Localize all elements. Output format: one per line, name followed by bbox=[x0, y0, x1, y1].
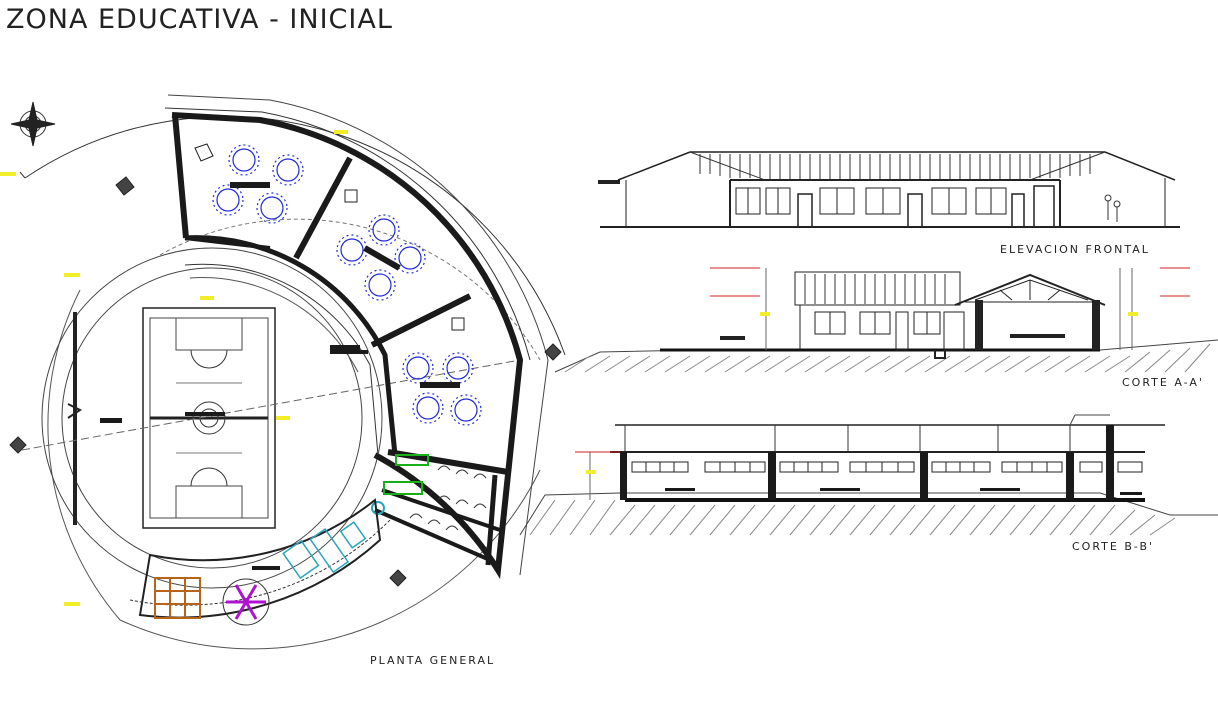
plaza-circle-outer bbox=[41, 247, 383, 589]
corridor-arc-2 bbox=[189, 277, 359, 373]
plaza-circle-inner bbox=[61, 267, 363, 569]
site-boundary-arc bbox=[24, 116, 566, 356]
compass-icon bbox=[10, 101, 56, 147]
dimension-tags bbox=[100, 345, 360, 570]
section-b-terrain-hatch bbox=[529, 499, 1176, 536]
classroom-3-tables bbox=[402, 352, 482, 426]
teacher-desk-1 bbox=[230, 182, 270, 188]
bathroom-fixtures bbox=[371, 454, 487, 531]
building-outer-wall-line bbox=[164, 107, 531, 361]
site-boundary-lower bbox=[19, 171, 26, 179]
section-a bbox=[554, 267, 1218, 373]
bag-icon-3 bbox=[451, 317, 465, 331]
wall-segment-a bbox=[184, 236, 271, 250]
classroom-1-tables bbox=[212, 144, 304, 224]
level-markers bbox=[0, 130, 348, 606]
section-a-terrain-hatch bbox=[564, 343, 1211, 373]
entry-marker-right bbox=[544, 343, 562, 361]
bag-icon-1 bbox=[194, 143, 214, 162]
classroom-2-tables bbox=[336, 214, 426, 301]
section-b-columns bbox=[620, 425, 1114, 500]
site-arc-left bbox=[47, 289, 121, 621]
wall-bath-end bbox=[485, 474, 498, 566]
teacher-desk-2 bbox=[363, 245, 401, 271]
section-a-windows bbox=[814, 311, 965, 351]
wall-partition-5 bbox=[374, 508, 491, 562]
elevation-roof-hatch bbox=[699, 154, 1091, 180]
dimension-arc-outer bbox=[167, 94, 549, 576]
elevation-doors bbox=[797, 185, 1055, 228]
section-b-roof-lines bbox=[624, 425, 1071, 452]
label-elevacion-frontal: ELEVACION FRONTAL bbox=[1000, 243, 1150, 256]
section-b bbox=[519, 414, 1218, 536]
building-outer-wall bbox=[171, 112, 524, 579]
wall-classroom1-left bbox=[172, 114, 189, 239]
label-planta-general: PLANTA GENERAL bbox=[370, 654, 496, 667]
entry-marker-bottom bbox=[389, 569, 407, 587]
wall-break-left bbox=[67, 403, 82, 419]
play-carousel bbox=[222, 578, 270, 626]
teacher-desk-3 bbox=[420, 382, 460, 388]
play-area-outline bbox=[138, 498, 382, 619]
corridor-arc bbox=[184, 263, 379, 456]
wall-partition-2 bbox=[370, 293, 472, 348]
section-b-windows bbox=[631, 461, 1143, 473]
building-inner-wall bbox=[184, 235, 398, 456]
section-a-roof-hatch bbox=[804, 274, 946, 304]
section-a-terrain bbox=[554, 339, 1218, 373]
label-corte-b: CORTE B-B' bbox=[1072, 540, 1155, 553]
elevation-people-icon bbox=[1104, 194, 1121, 222]
bag-icon-2 bbox=[344, 189, 358, 203]
plan-view bbox=[0, 94, 566, 650]
sports-court bbox=[142, 307, 276, 529]
entry-marker-top bbox=[115, 176, 135, 196]
elevation-windows bbox=[735, 187, 1007, 215]
wall-partition-4 bbox=[381, 488, 501, 532]
label-corte-a: CORTE A-A' bbox=[1122, 376, 1204, 389]
sheet-title: ZONA EDUCATIVA - INICIAL bbox=[6, 4, 393, 35]
entry-marker-left bbox=[9, 436, 27, 454]
section-b-tags bbox=[665, 488, 1142, 495]
section-axis-line bbox=[21, 359, 521, 451]
section-b-terrain bbox=[519, 492, 1218, 536]
play-equipment bbox=[282, 521, 367, 580]
front-elevation bbox=[598, 151, 1180, 228]
wall-partition-1 bbox=[293, 156, 353, 260]
play-grid bbox=[154, 577, 201, 619]
